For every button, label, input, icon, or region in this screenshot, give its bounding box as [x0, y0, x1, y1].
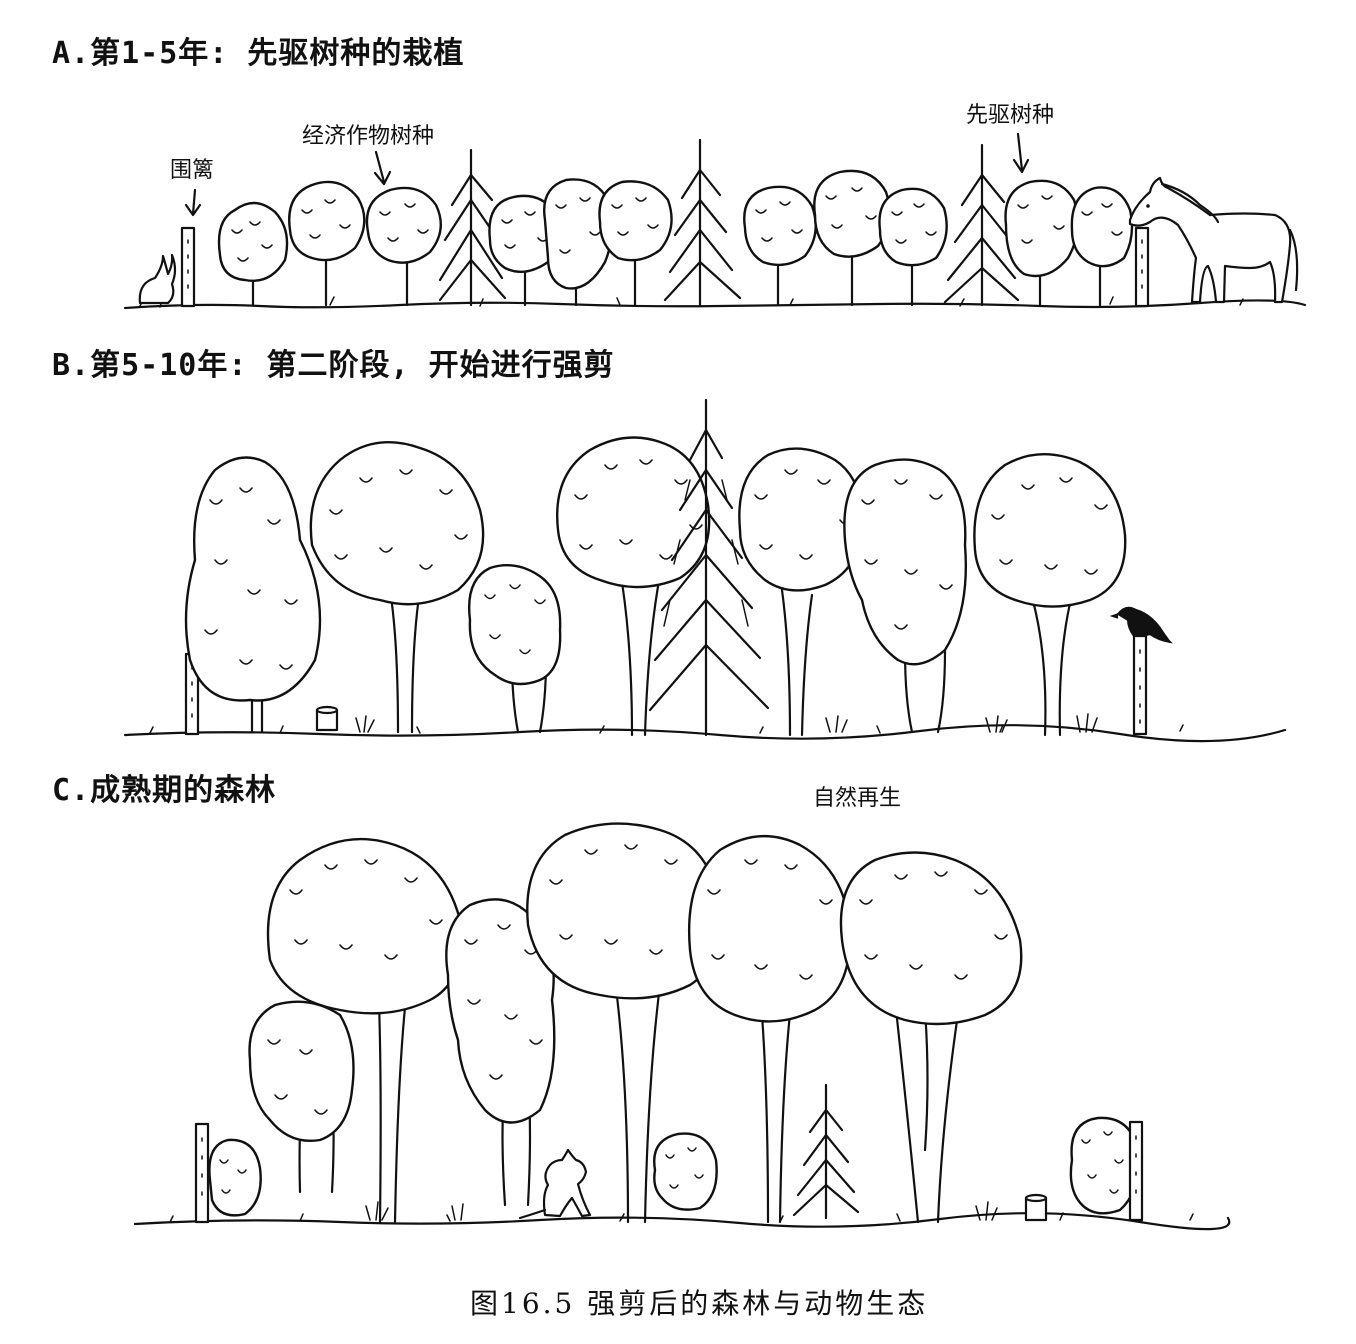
broadleaf-sapling-icon — [878, 187, 948, 307]
broadleaf-sapling-icon — [488, 194, 561, 307]
pioneer-trees-label-arrow — [1012, 132, 1030, 174]
figure-caption: 图16.5 强剪后的森林与动物生态 — [470, 1287, 929, 1320]
panel-a-heading: A.第1-5年: 先驱树种的栽植 — [52, 36, 465, 71]
broadleaf-sapling-icon — [217, 201, 289, 307]
fence-post-icon — [194, 1122, 210, 1224]
regeneration-shrub-icon — [792, 1083, 860, 1220]
panel-a-illustration — [123, 132, 1307, 310]
ground-line — [123, 299, 1307, 310]
regeneration-shrub-icon — [653, 1132, 718, 1211]
stump-icon — [1024, 1193, 1048, 1222]
fence-label: 围篱 — [170, 158, 215, 183]
ground-line — [123, 724, 1287, 743]
stump-icon — [315, 705, 339, 732]
pioneer-trees-label: 先驱树种 — [966, 103, 1055, 128]
panel-c-illustration — [133, 822, 1231, 1231]
economic-trees-label-arrow — [373, 150, 392, 186]
regeneration-shrub-icon — [1069, 1116, 1140, 1215]
ground-line — [133, 1212, 1231, 1231]
broadleaf-tree-icon — [738, 447, 864, 737]
rabbit-icon — [138, 253, 177, 305]
broadleaf-tree-icon — [309, 441, 485, 734]
broadleaf-tree-icon — [556, 436, 711, 737]
broadleaf-tree-icon — [973, 452, 1127, 737]
broadleaf-sapling-icon — [1070, 186, 1134, 307]
pollarded-tree-icon — [843, 458, 968, 734]
broadleaf-sapling-icon — [365, 186, 442, 307]
regeneration-shrub-icon — [208, 1138, 262, 1217]
broadleaf-sapling-icon — [743, 185, 817, 307]
conifer-sapling-icon — [438, 148, 507, 307]
pollarded-tree-icon — [468, 564, 562, 734]
horse-icon — [1128, 176, 1299, 304]
canopy-tree-icon — [248, 837, 463, 1224]
conifer-sapling-icon — [943, 143, 1020, 307]
broadleaf-tree-icon — [184, 456, 322, 734]
crow-icon — [1109, 606, 1173, 644]
economic-trees-label: 经济作物树种 — [302, 124, 435, 149]
conifer-sapling-icon — [663, 138, 742, 307]
canopy-tree-icon — [445, 898, 556, 1207]
canopy-tree-icon — [839, 851, 1023, 1224]
panel-b-illustration — [123, 398, 1287, 743]
natural-regeneration-label: 自然再生 — [813, 786, 902, 811]
fence-post-icon — [1134, 226, 1150, 308]
fence-label-arrow — [184, 188, 202, 217]
fence-post-icon — [1128, 1120, 1144, 1222]
kangaroo-icon — [518, 1148, 592, 1220]
broadleaf-sapling-icon — [288, 180, 366, 307]
broadleaf-sapling-icon — [598, 180, 673, 307]
panel-c-heading: C.成熟期的森林 — [52, 773, 277, 808]
broadleaf-sapling-icon — [543, 178, 614, 307]
tall-conifer-icon — [648, 398, 770, 737]
fence-post-icon — [180, 226, 196, 308]
panel-b-heading: B.第5-10年: 第二阶段, 开始进行强剪 — [52, 348, 615, 383]
